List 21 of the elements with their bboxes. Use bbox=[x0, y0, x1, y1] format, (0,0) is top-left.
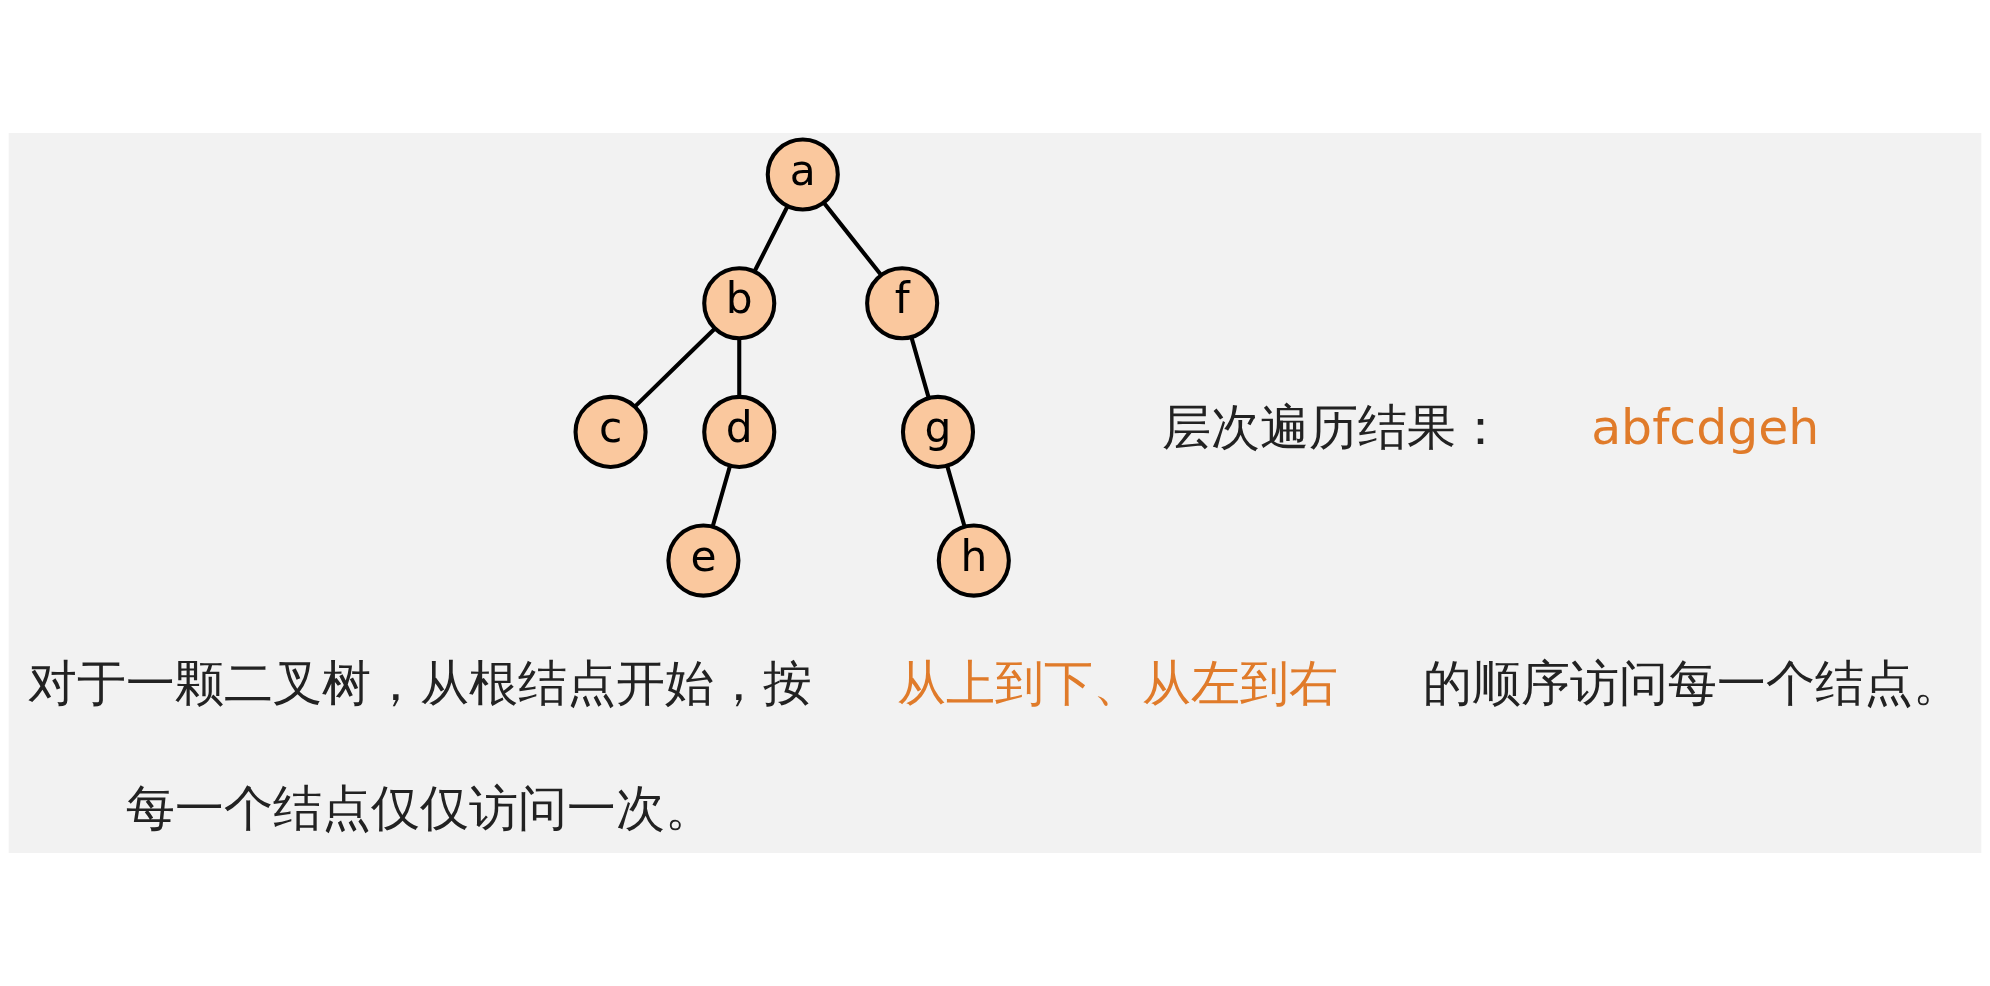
label: 层次遍历结果： bbox=[1162, 399, 1506, 457]
node-circle: a bbox=[765, 137, 840, 212]
node-circle: g bbox=[900, 394, 976, 469]
connector bbox=[945, 465, 967, 528]
label: 对于一颗二叉树，从根结点开始，按 bbox=[27, 654, 812, 712]
connector bbox=[909, 336, 931, 399]
label: 从上到下、从左到右 bbox=[896, 654, 1338, 712]
node-circle: b bbox=[702, 266, 777, 341]
label: 每一个结点仅仅访问一次。 bbox=[125, 780, 714, 838]
node-circle: d bbox=[702, 394, 777, 469]
connector bbox=[710, 465, 732, 528]
connector bbox=[737, 338, 742, 397]
label: 的顺序访问每一个结点。 bbox=[1422, 654, 1962, 712]
node-circle: h bbox=[936, 523, 1011, 598]
connector bbox=[752, 205, 790, 273]
node-circle: e bbox=[666, 523, 741, 598]
node-circle: c bbox=[573, 394, 648, 469]
node-circle: f bbox=[865, 266, 940, 341]
connector bbox=[822, 201, 883, 277]
connector bbox=[633, 327, 716, 409]
label: abfcdgeh bbox=[1591, 399, 1820, 457]
